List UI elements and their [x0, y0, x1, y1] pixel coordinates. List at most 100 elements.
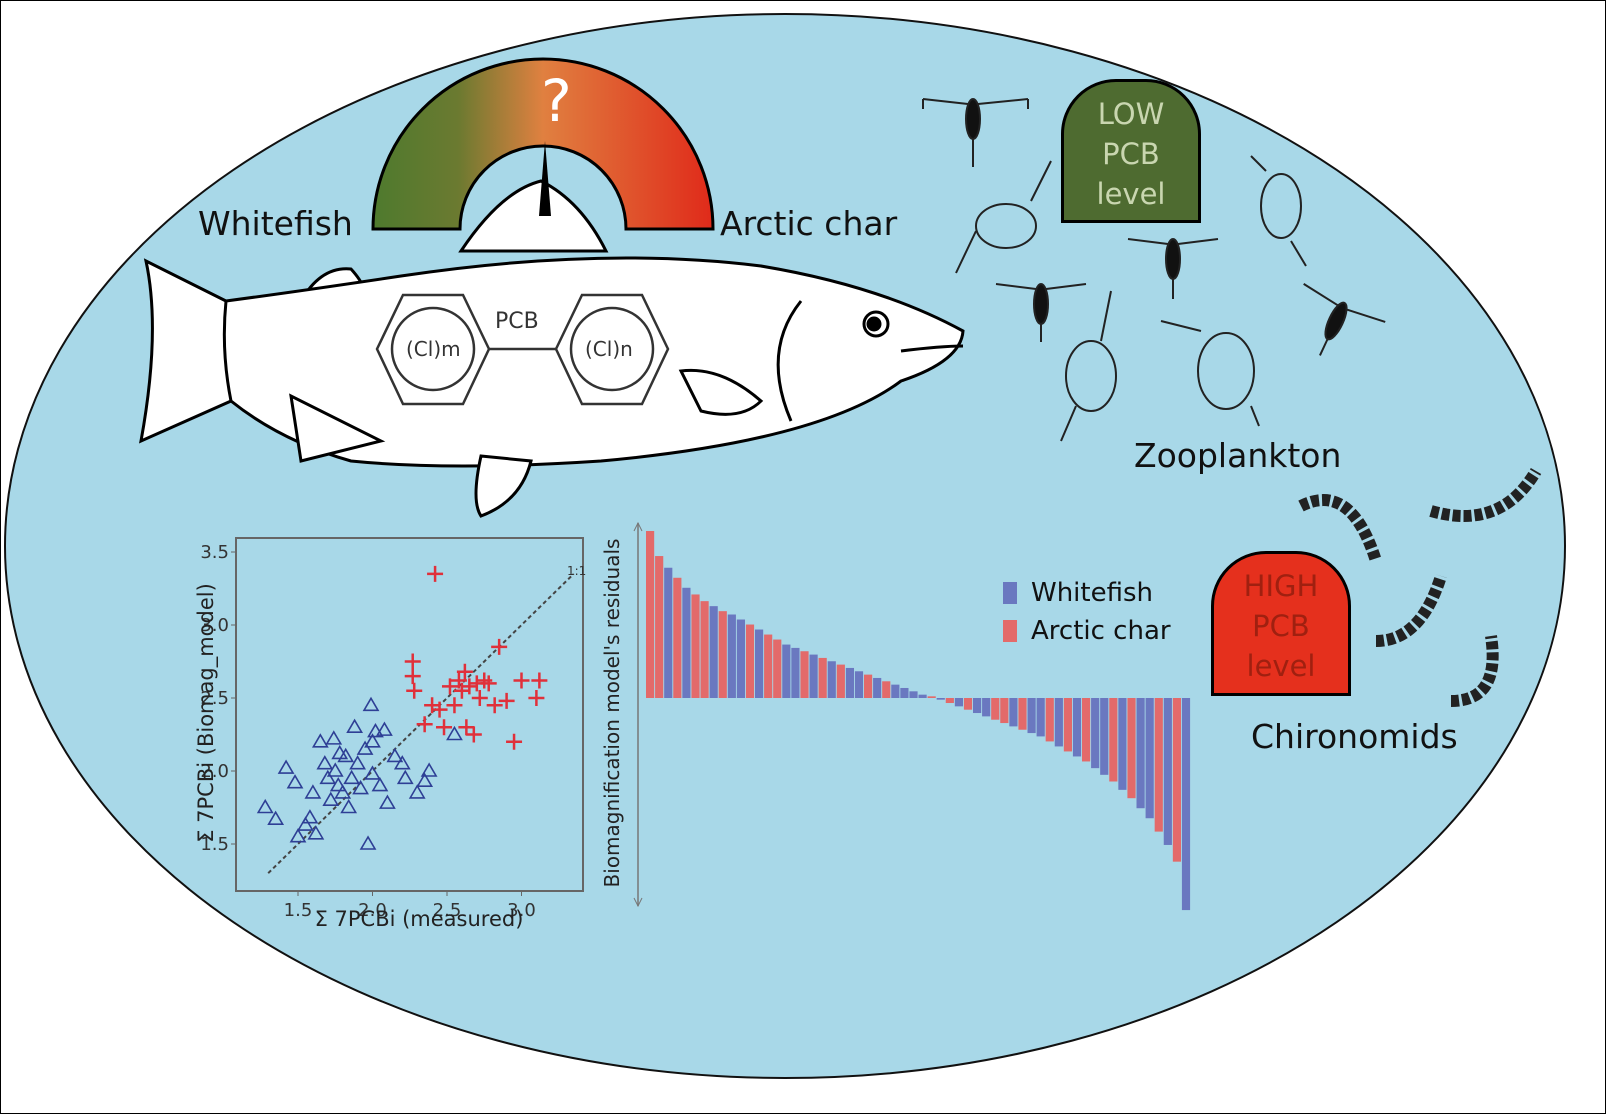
whitefish-point — [352, 779, 369, 795]
legend-label: Whitefish — [1031, 578, 1154, 608]
whitefish-point — [326, 762, 344, 777]
x-tick-label: 1.5 — [284, 900, 313, 921]
pcb-molecule — [375, 293, 670, 406]
arctic-char-point — [406, 682, 423, 699]
residual-bar — [836, 664, 845, 698]
residual-bar — [700, 601, 709, 698]
arctic-char-label: Arctic char — [720, 204, 898, 243]
high-sign-line: HIGH — [1243, 569, 1319, 603]
arctic-char-point — [531, 672, 548, 689]
residual-bar — [691, 594, 700, 698]
whitefish-point — [316, 755, 334, 770]
whitefish-point — [277, 759, 295, 774]
whitefish-point — [267, 810, 285, 825]
scatter-xlabel: Σ 7PCBi (measured) — [315, 907, 524, 931]
high-sign-line: level — [1246, 649, 1316, 683]
residual-bar — [854, 671, 864, 698]
residual-ylabel: Biomagnification model's residuals — [600, 539, 624, 888]
whitefish-point — [356, 740, 374, 755]
residual-bar — [646, 531, 655, 698]
arctic-char-point — [431, 701, 448, 718]
residual-bar — [655, 556, 664, 698]
residual-bar — [1018, 698, 1027, 730]
legend-label: Arctic char — [1031, 616, 1171, 646]
arctic-char-point — [450, 672, 467, 689]
residual-bar — [982, 698, 991, 717]
residual-bar — [936, 698, 945, 700]
residual-bar — [1072, 698, 1082, 757]
residual-bar — [1172, 698, 1182, 862]
whitefish-point — [386, 747, 404, 763]
residual-bar — [1154, 698, 1163, 832]
residual-bar — [764, 634, 773, 698]
arctic-char-point — [404, 653, 421, 670]
x-tick-label: 2.0 — [358, 900, 387, 921]
high-pcb-sign: HIGH PCB level — [1211, 551, 1351, 696]
residual-bar — [1136, 698, 1145, 809]
gauge-question-mark: ? — [541, 67, 572, 135]
cl-m-label: (Cl)m — [406, 337, 461, 361]
whitefish-point — [446, 725, 463, 741]
arctic-char-point — [491, 638, 508, 655]
zooplankton-label: Zooplankton — [1134, 436, 1342, 475]
residual-bar — [682, 587, 691, 698]
residual-bar — [1054, 698, 1063, 747]
residual-bar — [873, 677, 882, 698]
whitefish-point — [286, 774, 304, 789]
whitefish-point — [362, 696, 380, 712]
whitefish-point — [256, 798, 274, 814]
residual-bar — [1009, 698, 1018, 727]
arctic-char-point — [446, 697, 463, 714]
whitefish-point — [364, 733, 381, 748]
residual-bar — [1027, 698, 1036, 734]
residual-bar — [991, 698, 1000, 720]
y-tick-label: 2.5 — [200, 688, 229, 709]
residual-bar — [882, 681, 891, 698]
low-sign-line: PCB — [1102, 137, 1160, 171]
arctic-char-point — [458, 719, 475, 736]
whitefish-point — [359, 835, 377, 850]
pcb-gauge — [371, 57, 715, 231]
whitefish-point — [334, 784, 352, 799]
whitefish-point — [340, 798, 358, 814]
residual-bar — [927, 696, 936, 698]
residual-bar — [1063, 698, 1073, 752]
residual-bar — [782, 644, 791, 698]
arctic-char-point — [486, 697, 503, 714]
residual-bar — [1100, 698, 1109, 775]
residual-bar — [664, 567, 673, 698]
arctic-char-point — [480, 675, 497, 692]
whitefish-point — [396, 769, 414, 785]
residual-bar — [945, 698, 954, 704]
whitefish-point — [420, 762, 438, 777]
residual-bar — [1181, 698, 1191, 911]
residual-legend: Whitefish Arctic char — [1003, 578, 1171, 654]
residual-bar — [1082, 698, 1091, 762]
whitefish-point — [289, 828, 307, 843]
residual-bar — [909, 691, 918, 698]
residual-bar — [954, 698, 964, 707]
arctic-char-point — [506, 733, 523, 750]
arctic-char-point — [471, 690, 488, 706]
reference-line-label: 1:1 — [567, 564, 586, 578]
whitefish-point — [311, 733, 329, 748]
residual-bar — [773, 639, 782, 698]
residual-bar — [745, 624, 755, 698]
legend-item-whitefish: Whitefish — [1003, 578, 1171, 608]
arctic-char-point — [427, 565, 444, 582]
residual-bar — [1118, 698, 1127, 790]
arctic-char-point — [416, 716, 433, 733]
arctic-char-point — [441, 678, 458, 695]
y-tick-label: 3.5 — [200, 542, 229, 563]
whitefish-point — [331, 744, 349, 760]
arctic-char-point — [498, 692, 515, 709]
legend-item-arctic-char: Arctic char — [1003, 616, 1171, 646]
whitefish-point — [297, 816, 314, 831]
residual-bar — [1091, 698, 1100, 769]
whitefish-point — [319, 769, 337, 785]
residual-bar — [900, 687, 909, 698]
whitefish-point — [337, 747, 355, 763]
whitefish-point — [329, 777, 347, 792]
residual-bar — [864, 674, 873, 698]
